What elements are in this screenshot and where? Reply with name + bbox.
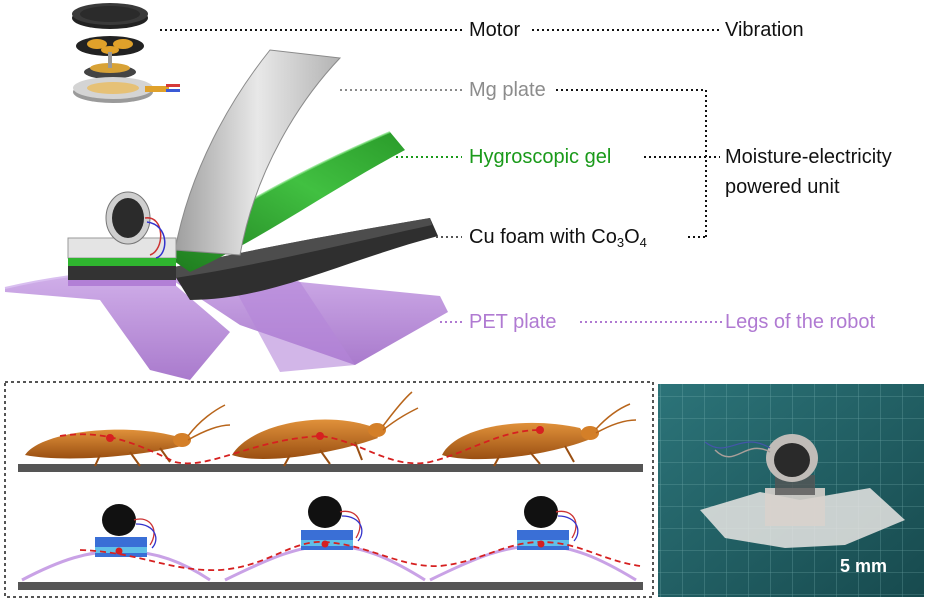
cockroach-1 bbox=[25, 404, 231, 467]
moisture-label-line1: Moisture-electricity bbox=[725, 146, 892, 168]
motor-exploded-view bbox=[72, 3, 180, 103]
motor-label: Motor bbox=[469, 19, 521, 41]
leader-lines bbox=[160, 29, 722, 323]
mg-plate-graphic bbox=[174, 49, 342, 256]
gait-comparison-panel bbox=[4, 381, 654, 598]
cu-foam-text: Cu foam with Co bbox=[469, 226, 617, 248]
device-stack-graphic bbox=[67, 191, 177, 286]
hygroscopic-gel-label: Hygroscopic gel bbox=[469, 146, 612, 168]
cockroach-2 bbox=[232, 391, 419, 467]
cu-foam-label: Cu foam with Co3O4 bbox=[469, 227, 647, 249]
robot-2 bbox=[224, 496, 426, 582]
vibration-label: Vibration bbox=[725, 19, 804, 41]
legs-label: Legs of the robot bbox=[725, 311, 876, 333]
cockroach-3 bbox=[442, 403, 637, 467]
cu-foam-sub-4: 4 bbox=[639, 235, 647, 250]
cu-foam-o: O bbox=[624, 226, 640, 248]
scale-bar-label: 5 mm bbox=[840, 556, 888, 576]
moisture-label-line2: powered unit bbox=[725, 176, 840, 198]
mg-plate-label: Mg plate bbox=[469, 79, 546, 101]
cu-foam-graphic bbox=[170, 218, 438, 300]
pet-plate-label: PET plate bbox=[469, 311, 557, 333]
cu-foam-sub-3: 3 bbox=[616, 235, 625, 250]
robot-1 bbox=[21, 504, 211, 582]
robot-photo bbox=[658, 384, 924, 597]
robot-3 bbox=[429, 496, 637, 582]
